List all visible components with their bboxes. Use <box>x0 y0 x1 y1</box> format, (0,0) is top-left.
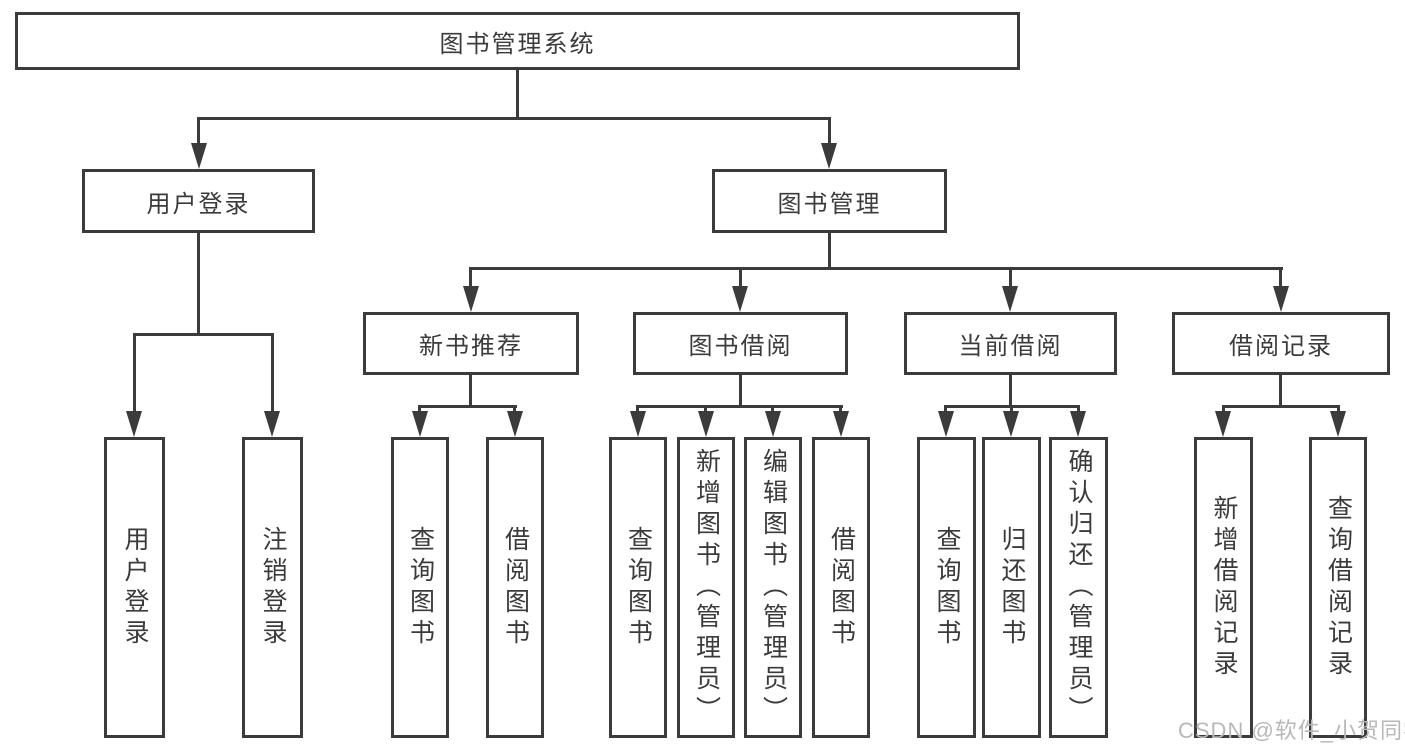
connector-vline <box>828 117 831 147</box>
connector-hline <box>133 333 274 336</box>
connector-vline <box>516 68 519 120</box>
connector-vline <box>1279 373 1282 408</box>
node-label: 图书借阅 <box>688 333 793 360</box>
node-library-system: 图书管理系统 <box>15 12 1020 70</box>
arrowhead-down-icon <box>126 411 142 437</box>
connector-vline <box>271 333 274 415</box>
connector-vline <box>739 373 742 408</box>
node-user-login: 用户登录 <box>82 169 315 233</box>
connector-vline <box>418 405 421 415</box>
node-label: 当前借阅 <box>958 333 1063 360</box>
arrowhead-down-icon <box>1273 286 1289 312</box>
leaf-label: 查询图书 <box>406 525 435 650</box>
csdn-watermark: CSDN @软件_小贺同学 <box>1178 718 1405 743</box>
connector-vline <box>197 231 200 335</box>
leaf-label: 归还图书 <box>998 525 1026 650</box>
connector-hline <box>418 405 517 408</box>
arrowhead-down-icon <box>1215 411 1231 437</box>
node-borrowing-records: 借阅记录 <box>1172 312 1390 375</box>
leaf-edit-books-admin: 编辑图书（管理员） <box>744 437 802 738</box>
arrowhead-down-icon <box>1002 286 1018 312</box>
node-label: 借阅记录 <box>1229 333 1333 360</box>
connector-vline <box>133 333 136 415</box>
leaf-borrow-books-borrowing: 借阅图书 <box>812 437 870 738</box>
connector-vline <box>704 405 707 415</box>
leaf-logout: 注销登录 <box>242 437 303 738</box>
node-book-management: 图书管理 <box>712 169 947 233</box>
leaf-label: 用户登录 <box>121 525 149 650</box>
connector-hline <box>636 405 843 408</box>
arrowhead-down-icon <box>1070 411 1086 437</box>
connector-vline <box>1009 373 1012 408</box>
leaf-label: 借阅图书 <box>827 525 856 650</box>
leaf-borrow-books-recommend: 借阅图书 <box>486 437 544 738</box>
connector-hline <box>197 117 831 120</box>
leaf-label: 查询图书 <box>624 525 653 650</box>
leaf-query-borrow-record: 查询借阅记录 <box>1309 437 1367 738</box>
arrowhead-down-icon <box>630 411 646 437</box>
node-new-book-recommend: 新书推荐 <box>363 312 579 375</box>
connector-vline <box>739 267 742 290</box>
arrowhead-down-icon <box>264 411 280 437</box>
connector-vline <box>1010 405 1013 415</box>
connector-vline <box>636 405 639 415</box>
connector-vline <box>944 405 947 415</box>
node-label: 新书推荐 <box>419 333 523 360</box>
arrowhead-down-icon <box>507 411 523 437</box>
connector-vline <box>469 267 472 290</box>
connector-vline <box>839 405 842 415</box>
leaf-label: 编辑图书（管理员） <box>759 448 788 727</box>
leaf-query-books-current: 查询图书 <box>917 437 976 738</box>
leaf-label: 注销登录 <box>259 525 287 650</box>
arrowhead-down-icon <box>1003 411 1019 437</box>
arrowhead-down-icon <box>698 411 714 437</box>
arrowhead-down-icon <box>765 411 781 437</box>
node-label: 用户登录 <box>146 190 251 218</box>
connector-hline <box>469 267 1283 270</box>
connector-hline <box>1222 405 1340 408</box>
connector-vline <box>771 405 774 415</box>
connector-vline <box>1337 405 1340 415</box>
connector-vline <box>1279 267 1282 290</box>
node-label: 图书管理系统 <box>439 30 596 58</box>
arrowhead-down-icon <box>463 286 479 312</box>
connector-vline <box>197 117 200 147</box>
arrowhead-down-icon <box>1330 411 1346 437</box>
leaf-query-books-recommend: 查询图书 <box>391 437 449 738</box>
node-current-borrowing: 当前借阅 <box>904 312 1117 375</box>
leaf-user-login: 用户登录 <box>104 437 165 738</box>
leaf-label: 新增借阅记录 <box>1210 494 1238 681</box>
connector-vline <box>828 231 831 269</box>
arrowhead-down-icon <box>821 143 837 169</box>
connector-vline <box>469 373 472 408</box>
leaf-confirm-return-admin: 确认归还（管理员） <box>1049 437 1108 738</box>
leaf-label: 查询图书 <box>933 525 961 650</box>
arrowhead-down-icon <box>191 143 207 169</box>
node-book-borrowing: 图书借阅 <box>633 312 848 375</box>
leaf-add-borrow-record: 新增借阅记录 <box>1194 437 1253 738</box>
leaf-query-books-borrowing: 查询图书 <box>609 437 667 738</box>
connector-vline <box>1222 405 1225 415</box>
leaf-label: 查询借阅记录 <box>1324 494 1353 681</box>
arrowhead-down-icon <box>833 411 849 437</box>
arrowhead-down-icon <box>732 286 748 312</box>
arrowhead-down-icon <box>412 411 428 437</box>
connector-vline <box>1009 267 1012 290</box>
connector-vline <box>1077 405 1080 415</box>
leaf-label: 新增图书（管理员） <box>692 448 721 727</box>
leaf-label: 确认归还（管理员） <box>1065 448 1093 727</box>
node-label: 图书管理 <box>777 190 882 218</box>
leaf-add-books-admin: 新增图书（管理员） <box>677 437 735 738</box>
leaf-label: 借阅图书 <box>501 525 530 650</box>
connector-vline <box>513 405 516 415</box>
leaf-return-books: 归还图书 <box>982 437 1041 738</box>
arrowhead-down-icon <box>938 411 954 437</box>
